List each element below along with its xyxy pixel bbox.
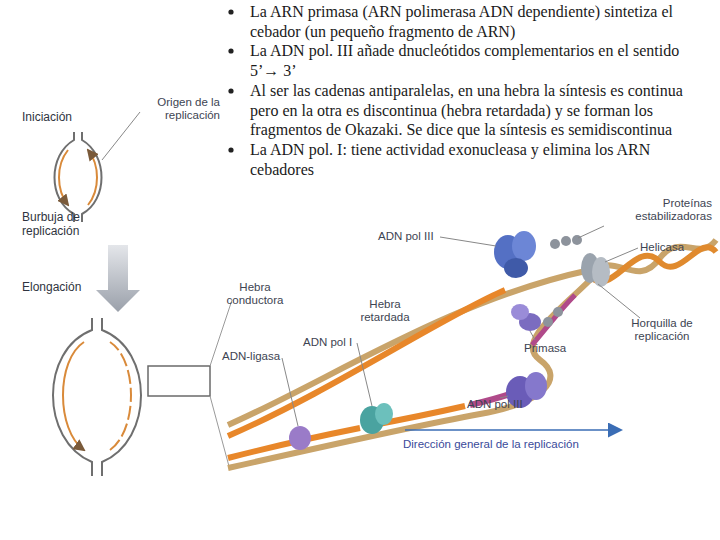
dna-pol-iii	[504, 258, 528, 278]
dna-ligase	[289, 426, 311, 450]
bullet-text: La ADN pol. I: tiene actividad exonuclea…	[250, 141, 650, 178]
leader-line	[282, 358, 298, 426]
replication-fork	[228, 226, 716, 468]
part-label: ADN pol III	[378, 230, 434, 243]
bullet-text: La ARN primasa (ARN polimerasa ADN depen…	[250, 3, 673, 40]
bullet-list: La ARN primasa (ARN polimerasa ADN depen…	[250, 2, 710, 179]
part-label: Proteínas estabilizadoras	[590, 197, 712, 223]
part-label: Burbuja de replicación	[22, 210, 102, 238]
zoom-box	[148, 366, 210, 396]
new-strand	[63, 342, 84, 450]
leader-line	[598, 284, 640, 318]
bullet-text: Al ser las cadenas antiparalelas, en una…	[250, 82, 683, 138]
bullet-dot	[228, 48, 234, 54]
direction-arrow	[405, 429, 620, 431]
stage-label: Iniciación	[22, 110, 72, 124]
bullet-dot	[228, 9, 234, 15]
part-label: Hebra retardada	[352, 298, 418, 324]
part-label: ADN-ligasa	[222, 350, 280, 363]
part-label: Horquilla de replicación	[610, 317, 714, 343]
bullet-item: La ARN primasa (ARN polimerasa ADN depen…	[250, 2, 710, 41]
bullet-dot-shape	[228, 147, 233, 152]
bullet-text: La ADN pol. III añade dnucleótidos compl…	[250, 42, 679, 79]
ssb-protein	[561, 236, 571, 246]
primase	[511, 304, 529, 320]
part-label: Hebra conductora	[222, 281, 288, 307]
bullet-item: Al ser las cadenas antiparalelas, en una…	[250, 81, 710, 140]
parent-strand	[55, 132, 75, 222]
ssb-protein	[550, 239, 560, 249]
part-label: Origen de la replicación	[140, 96, 220, 122]
replication-bubble	[55, 132, 102, 222]
part-label: Primasa	[524, 342, 566, 355]
leader-line	[605, 248, 638, 262]
new-strand	[88, 150, 97, 205]
lagging-template	[228, 280, 590, 468]
ssb-protein	[553, 307, 563, 317]
dna-pol-iii	[512, 231, 536, 261]
replication-bubble	[53, 300, 232, 476]
dna-pol-i	[375, 403, 393, 425]
new-strand	[59, 150, 68, 205]
bullet-item: La ADN pol. I: tiene actividad exonuclea…	[250, 140, 710, 179]
parent-strand	[102, 318, 141, 476]
part-label: ADN pol I	[303, 336, 352, 349]
leader-line	[578, 226, 604, 238]
zoom-line	[210, 396, 230, 470]
ssb-protein	[543, 317, 553, 327]
dna-pol-iii	[525, 372, 547, 400]
leader-line	[440, 237, 496, 246]
bullet-dot-shape	[228, 88, 233, 93]
part-label: Helicasa	[640, 241, 684, 254]
stage-label: Elongación	[22, 280, 81, 294]
leading-template	[228, 270, 590, 425]
parent-strand	[53, 318, 92, 476]
new-strand	[110, 342, 131, 450]
bullet-dot	[228, 88, 234, 94]
process-arrow	[96, 245, 140, 312]
leader-line	[102, 112, 140, 160]
leader-line	[357, 343, 372, 406]
bullet-dot-shape	[228, 49, 233, 54]
parent-strand	[82, 132, 102, 222]
part-label: ADN pol III	[467, 398, 523, 411]
bullet-dot-shape	[228, 9, 233, 14]
direction-label: Dirección general de la replicación	[403, 438, 579, 451]
leader-line	[500, 396, 508, 398]
leader-line	[530, 331, 535, 340]
bullet-dot	[228, 147, 234, 153]
bullet-item: La ADN pol. III añade dnucleótidos compl…	[250, 41, 710, 80]
